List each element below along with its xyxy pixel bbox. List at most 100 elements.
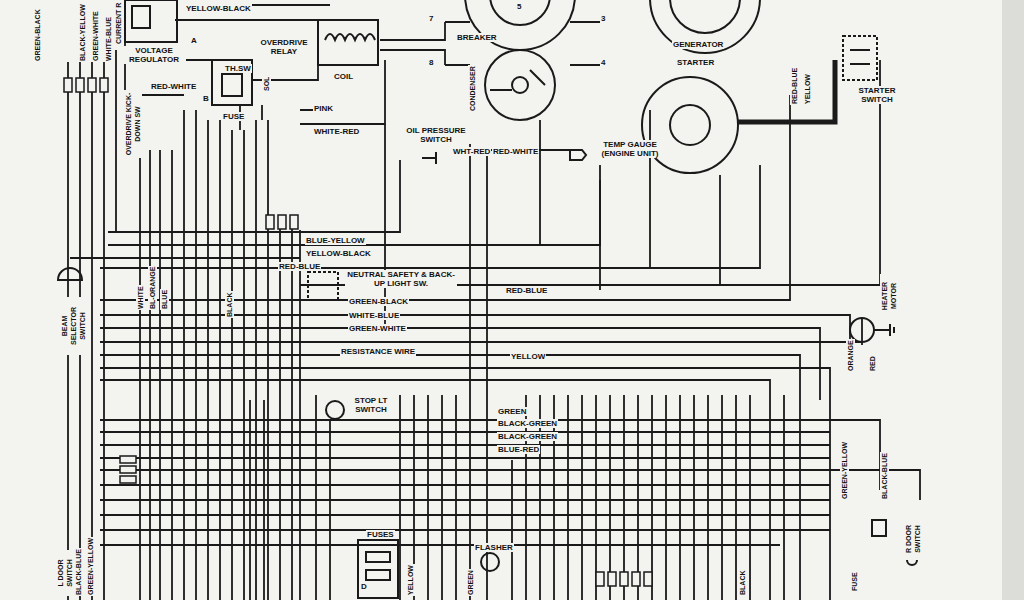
- wire-label: WHT-RED: [452, 147, 491, 156]
- wire-label: YELLOW: [803, 73, 812, 105]
- wire-label: BL-ORANGE: [148, 266, 157, 310]
- distributor-cap: [465, 0, 575, 50]
- wire-label: COIL: [333, 72, 354, 81]
- wire-label: CONDENSER: [468, 65, 477, 112]
- wire-label: GENERATOR: [672, 40, 724, 49]
- wire-label: BLACK-GREEN: [497, 419, 558, 428]
- wire-label: BLACK-GREEN: [497, 432, 558, 441]
- wire-label: STARTER SWITCH: [848, 86, 906, 104]
- wire-label: FLASHER: [474, 543, 514, 552]
- voltage-regulator: [125, 0, 177, 42]
- wire-label: BREAKER: [456, 33, 498, 42]
- breaker-cam: [512, 77, 528, 93]
- wire-label: NEUTRAL SAFETY & BACK-UP LIGHT SW.: [345, 270, 457, 288]
- wire-label: GREEN-YELLOW: [840, 441, 849, 500]
- wire-label: 3: [600, 14, 606, 23]
- wire-label: GREEN-WHITE: [348, 324, 407, 333]
- wire-label: YELLOW-BLACK: [185, 4, 252, 13]
- ground-symbol: [874, 324, 894, 336]
- fuse-links: [366, 552, 390, 580]
- door-fuse: [872, 520, 886, 536]
- wire-label: YELLOW-BLACK: [305, 249, 372, 258]
- generator-symbol: [650, 0, 760, 53]
- wire-label: ORANGE: [846, 339, 855, 372]
- starter-switch: [843, 36, 877, 80]
- starter-armature: [670, 105, 710, 145]
- wire-label: RED-BLUE: [278, 262, 321, 271]
- wire-label: BLACK-BLUE: [74, 548, 83, 596]
- neutral-safety-switch: [308, 272, 338, 300]
- wire-label: 5: [516, 2, 522, 11]
- wire-label: RED-BLUE: [790, 67, 799, 105]
- flasher-symbol: [481, 553, 499, 571]
- battery-cable: [738, 60, 835, 122]
- relay-coil: [222, 74, 242, 96]
- wire-label: TEMP GAUGE (ENGINE UNIT): [592, 140, 668, 158]
- wire-label: D: [360, 582, 368, 591]
- oil-pressure-switch: [422, 152, 436, 164]
- wire-label: RESISTANCE WIRE: [340, 347, 416, 356]
- temp-gauge-unit: [570, 150, 586, 160]
- stop-light-switch: [326, 401, 344, 419]
- wire-label: TH.SW: [224, 64, 252, 73]
- wire-label: GREEN-YELLOW: [86, 537, 95, 596]
- generator-armature: [670, 0, 740, 33]
- wire-label: BEAM SELECTOR SWITCH: [60, 297, 87, 355]
- starter-symbol: [642, 77, 738, 173]
- wire-label: RED: [868, 355, 877, 372]
- wire-label: L DOOR SWITCH: [56, 550, 74, 596]
- wire-label: GREEN: [497, 407, 527, 416]
- wire-label: FUSES: [366, 530, 395, 539]
- wire-label: FUSE: [222, 112, 245, 121]
- wire-label: OVERDRIVE KICK-DOWN SW: [124, 90, 142, 158]
- wire-label: BLACK: [225, 292, 234, 319]
- wire-label: 7: [428, 14, 434, 23]
- ignition-coil: [318, 20, 378, 65]
- coil-winding: [325, 34, 375, 40]
- wire-label: BLUE-RED: [497, 445, 540, 454]
- wire-label: WHITE-BLUE: [104, 16, 113, 62]
- wire-label: WHITE-RED: [313, 127, 360, 136]
- breaker-plate: [485, 50, 555, 120]
- wire-label: BLACK-YELLOW: [78, 3, 87, 62]
- wire-label: PINK: [313, 104, 334, 113]
- wire-label: A: [190, 36, 198, 45]
- fuse-block: [358, 540, 398, 598]
- wire-label: SOL: [262, 76, 271, 92]
- connector-blocks: [64, 78, 652, 586]
- wire-label: OIL PRESSURE SWITCH: [400, 126, 472, 144]
- switch-contacts: [850, 50, 870, 64]
- wire-label: 4: [600, 58, 606, 67]
- wire-label: CURRENT R: [114, 2, 123, 45]
- wire-label: HEATER MOTOR: [880, 274, 898, 318]
- regulator-relay: [132, 6, 150, 28]
- wire-label: YELLOW: [510, 352, 546, 361]
- wire-label: 8: [428, 58, 434, 67]
- wire-label: GREEN-WHITE: [91, 10, 100, 62]
- wire-label: OVERDRIVE RELAY: [258, 38, 310, 56]
- wire-label: BLACK: [738, 570, 747, 597]
- wire-label: YELLOW: [406, 564, 415, 596]
- overdrive-relay: [212, 60, 252, 105]
- wire-label: BLACK-BLUE: [880, 452, 889, 500]
- wire-label: WHITE-BLUE: [348, 311, 400, 320]
- wire-label: STOP LT SWITCH: [348, 396, 394, 414]
- wire-label: WHITE: [136, 285, 145, 310]
- wire-label: VOLTAGE REGULATOR: [122, 46, 186, 64]
- wire-label: R DOOR SWITCH: [904, 518, 922, 560]
- wire-label: RED-WHITE: [492, 147, 539, 156]
- wire-label: BLUE: [160, 289, 169, 310]
- wire-label: GREEN: [466, 569, 475, 596]
- distributor-rotor: [490, 0, 550, 25]
- page-edge: [1002, 0, 1024, 600]
- wire-label: STARTER: [676, 58, 715, 67]
- wire-label: B: [202, 94, 210, 103]
- wire-label: FUSE: [850, 571, 859, 592]
- wire-label: GREEN-BLACK: [348, 297, 409, 306]
- breaker-points: [490, 70, 545, 90]
- wire-label: BLUE-YELLOW: [305, 236, 366, 245]
- component-symbols: [57, 0, 917, 598]
- wire-label: RED-WHITE: [150, 82, 197, 91]
- wires: [68, 5, 920, 600]
- wire-label: RED-BLUE: [505, 286, 548, 295]
